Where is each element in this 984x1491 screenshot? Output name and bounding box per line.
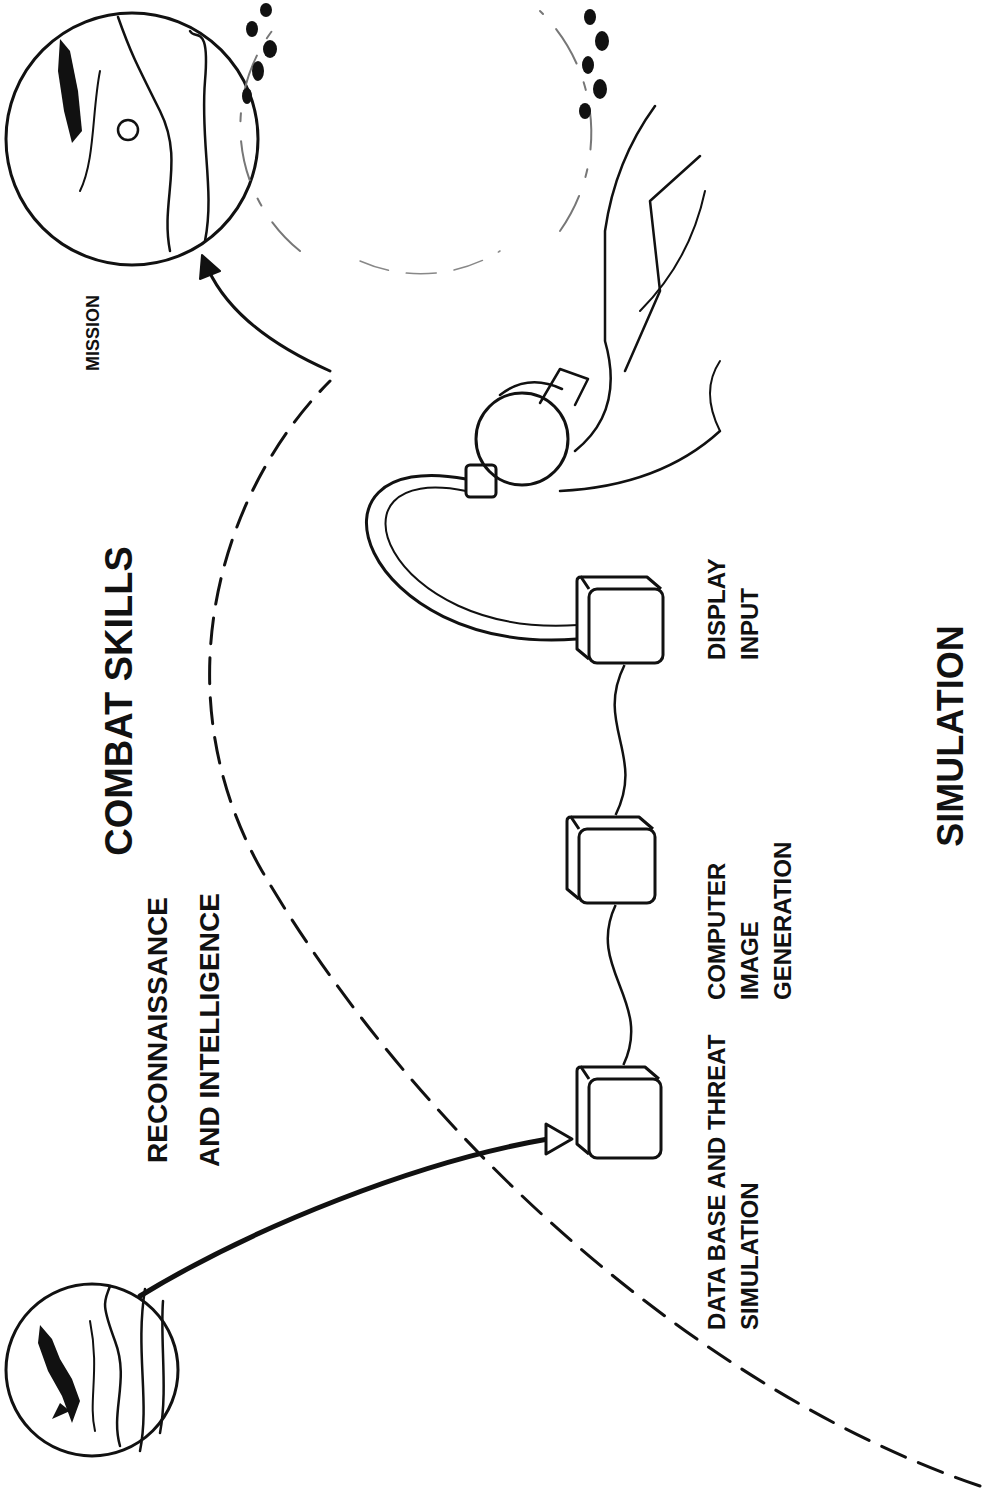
cube-outline bbox=[565, 815, 657, 905]
cube-outline bbox=[575, 575, 665, 665]
cube-box: COMPUTER IMAGE GENERATION bbox=[565, 815, 657, 905]
section-heading-box: SIMULATION bbox=[928, 596, 973, 876]
box-label: DISPLAY INPUT bbox=[700, 520, 766, 660]
cube-outline bbox=[575, 1065, 663, 1160]
box-label-box: COMPUTER IMAGE GENERATION bbox=[700, 795, 799, 1000]
section-heading: SIMULATION bbox=[928, 596, 973, 876]
box-label: DATA BASE AND THREAT SIMULATION bbox=[700, 1030, 766, 1330]
callout-label-box: MISSION bbox=[82, 271, 105, 371]
cube-box: DATA BASE AND THREAT SIMULATION bbox=[575, 1065, 663, 1160]
diagram-title-box: COMBAT SKILLS bbox=[95, 511, 143, 891]
box-label-box: DATA BASE AND THREAT SIMULATION bbox=[700, 1030, 766, 1330]
box-label: COMPUTER IMAGE GENERATION bbox=[700, 795, 799, 1000]
section-heading-box: RECONNAISSANCE AND INTELLIGENCE bbox=[132, 885, 236, 1175]
cable-line bbox=[608, 905, 632, 1065]
cable-connector bbox=[608, 905, 632, 1065]
callout-label: MISSION bbox=[82, 271, 105, 371]
cable-line bbox=[615, 665, 626, 815]
cube-box: DISPLAY INPUT bbox=[575, 575, 665, 665]
diagram-title: COMBAT SKILLS bbox=[95, 511, 143, 891]
box-label-box: DISPLAY INPUT bbox=[700, 520, 766, 660]
cable-connector bbox=[615, 665, 626, 815]
section-heading: RECONNAISSANCE AND INTELLIGENCE bbox=[132, 885, 236, 1175]
